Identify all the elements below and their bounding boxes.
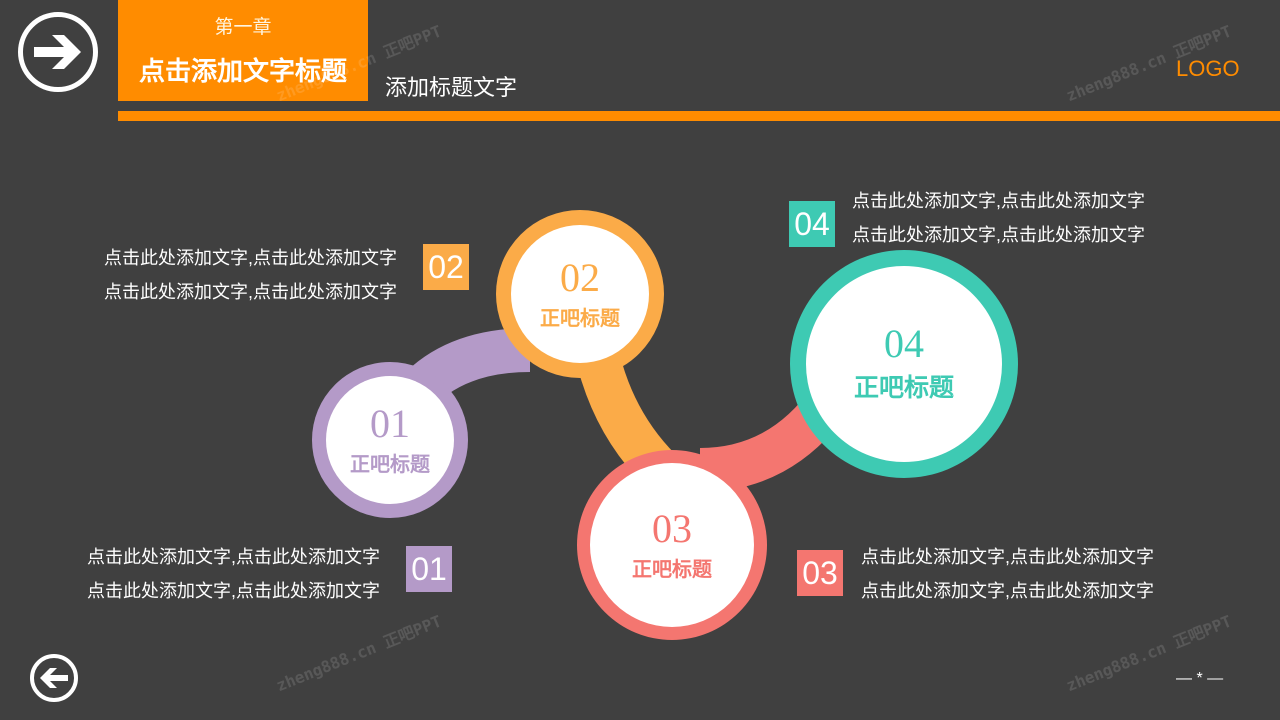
description-line: 点击此处添加文字,点击此处添加文字 <box>87 547 380 567</box>
chapter-title: 点击添加文字标题 <box>138 56 347 86</box>
description-01: 点击此处添加文字,点击此处添加文字点击此处添加文字,点击此处添加文字 <box>87 540 380 608</box>
chapter-box: 第一章 点击添加文字标题 <box>118 0 368 101</box>
description-line: 点击此处添加文字,点击此处添加文字 <box>104 282 397 302</box>
step-number: 03 <box>652 505 692 551</box>
page-number: — * — <box>1176 670 1224 687</box>
description-line: 点击此处添加文字,点击此处添加文字 <box>852 225 1145 245</box>
step-label: 正吧标题 <box>632 558 712 581</box>
badge-04: 04 <box>789 201 835 247</box>
description-line: 点击此处添加文字,点击此处添加文字 <box>104 248 397 268</box>
next-arrow-button[interactable] <box>18 12 98 92</box>
step-number: 04 <box>884 321 924 366</box>
description-02: 点击此处添加文字,点击此处添加文字点击此处添加文字,点击此处添加文字 <box>104 241 397 309</box>
description-04: 点击此处添加文字,点击此处添加文字点击此处添加文字,点击此处添加文字 <box>852 184 1145 252</box>
step-circle-04: 04 正吧标题 <box>790 250 1018 478</box>
badge-03: 03 <box>797 550 843 596</box>
arrow-right-icon <box>34 35 81 69</box>
arrow-left-icon <box>40 668 68 688</box>
badge-01: 01 <box>406 546 452 592</box>
step-number: 02 <box>560 254 600 300</box>
step-circle-01: 01 正吧标题 <box>312 362 468 518</box>
description-line: 点击此处添加文字,点击此处添加文字 <box>87 581 380 601</box>
logo: LOGO <box>1176 56 1240 81</box>
badge-02: 02 <box>423 244 469 290</box>
step-label: 正吧标题 <box>853 374 954 402</box>
prev-arrow-button[interactable] <box>30 654 78 702</box>
step-circle-02: 02 正吧标题 <box>496 210 664 378</box>
description-line: 点击此处添加文字,点击此处添加文字 <box>852 191 1145 211</box>
step-circle-03: 03 正吧标题 <box>577 450 767 640</box>
description-line: 点击此处添加文字,点击此处添加文字 <box>861 547 1154 567</box>
step-number: 01 <box>370 400 410 446</box>
description-03: 点击此处添加文字,点击此处添加文字点击此处添加文字,点击此处添加文字 <box>861 540 1154 608</box>
header-divider <box>118 111 1280 121</box>
description-line: 点击此处添加文字,点击此处添加文字 <box>861 581 1154 601</box>
slide-subtitle: 添加标题文字 <box>385 75 518 100</box>
step-label: 正吧标题 <box>540 307 620 330</box>
chapter-label: 第一章 <box>214 17 272 38</box>
step-label: 正吧标题 <box>350 453 430 476</box>
